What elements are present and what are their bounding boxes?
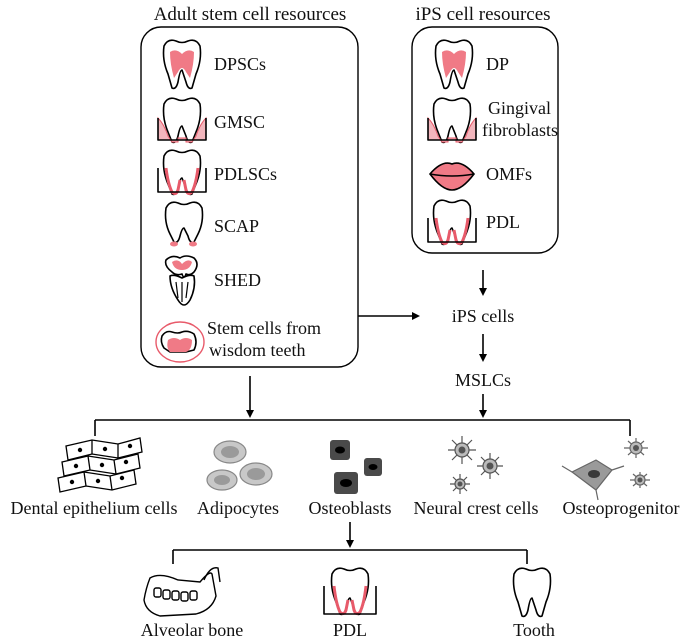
output-label-alveolar-bone: Alveolar bone [141, 620, 243, 640]
gmsc-tooth-icon [157, 97, 207, 144]
gingival-tooth-icon [427, 97, 477, 144]
ips-pdl-tooth-icon [427, 199, 477, 246]
ips-label-omfs: OMFs [486, 164, 532, 184]
adult-label-wisdom-1: Stem cells from [207, 318, 321, 338]
ips-title: iPS cell resources [415, 4, 550, 25]
adult-label-wisdom-2: wisdom teeth [209, 340, 306, 360]
cell-label-osteoblasts: Osteoblasts [309, 498, 392, 518]
adult-label-scap: SCAP [214, 216, 259, 236]
adipocytes-icon [206, 440, 273, 491]
output-label-pdl: PDL [333, 620, 367, 640]
scap-tooth-icon [164, 201, 204, 247]
pdlscs-tooth-icon [157, 149, 207, 196]
cell-label-dental: Dental epithelium cells [11, 498, 178, 518]
output-pdl-tooth-icon [323, 567, 377, 616]
ips-cells-label: iPS cells [452, 306, 515, 326]
adult-label-shed: SHED [214, 270, 261, 290]
mslcs-label: MSLCs [455, 370, 511, 390]
output-label-tooth: Tooth [513, 620, 555, 640]
dpscs-tooth-icon [162, 39, 202, 90]
neural-crest-cells-icon [448, 436, 503, 494]
ips-label-dp: DP [486, 54, 509, 74]
adult-box [140, 26, 359, 368]
dp-tooth-icon [434, 39, 474, 90]
shed-tooth-icon [164, 255, 198, 306]
cell-label-osteoprogenitor: Osteoprogenitor [563, 498, 680, 518]
cell-label-neural-crest: Neural crest cells [414, 498, 539, 518]
dental-epithelium-cells-icon [57, 437, 143, 493]
adult-label-pdlscs: PDLSCs [214, 164, 277, 184]
lips-icon [428, 162, 476, 191]
wisdom-tooth-icon [155, 321, 205, 363]
ips-label-gingival-2: fibroblasts [482, 120, 558, 140]
cell-label-adipocytes: Adipocytes [197, 498, 279, 518]
adult-label-dpscs: DPSCs [214, 54, 266, 74]
osteoprogenitor-icon [561, 438, 650, 501]
alveolar-bone-icon [143, 567, 221, 617]
adult-title: Adult stem cell resources [154, 4, 347, 25]
ips-label-pdl: PDL [486, 212, 520, 232]
output-tooth-icon [512, 567, 552, 618]
ips-box [411, 26, 559, 254]
osteoblasts-icon [330, 440, 382, 494]
adult-label-gmsc: GMSC [214, 112, 265, 132]
ips-label-gingival-1: Gingival [488, 98, 551, 118]
